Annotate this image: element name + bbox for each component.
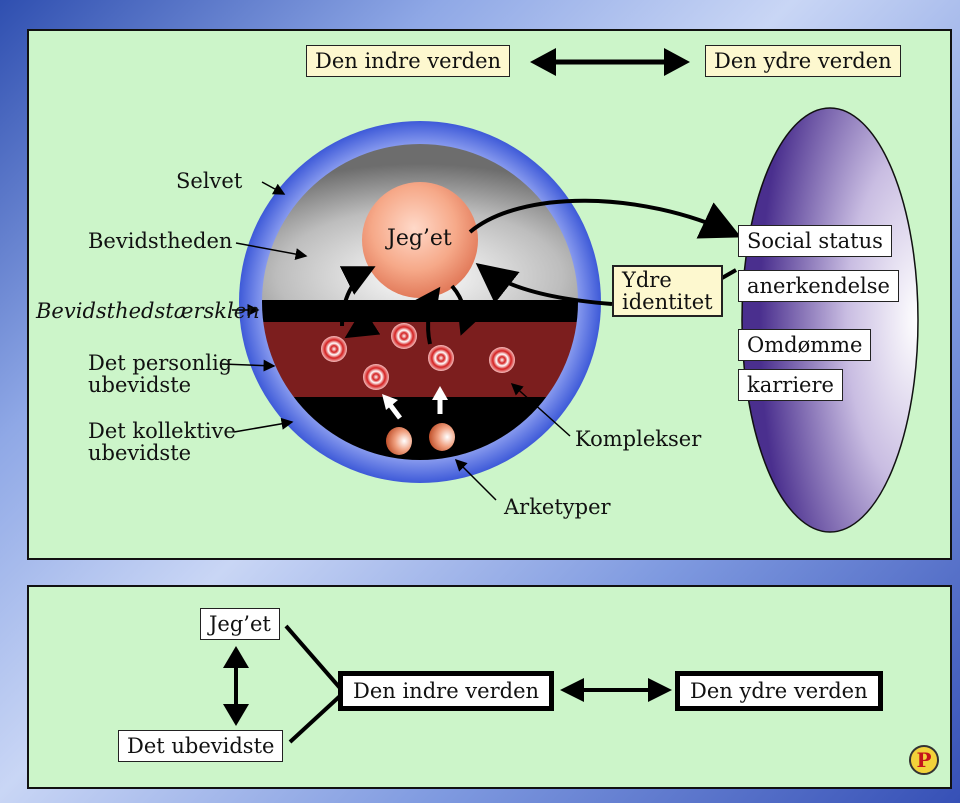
ego-sphere (362, 182, 478, 298)
logo: P (909, 745, 939, 775)
white-arrows (382, 386, 448, 420)
complex-marker (321, 336, 347, 362)
label-pointers (221, 181, 571, 501)
complex-marker (489, 347, 515, 373)
complex-markers (321, 323, 515, 390)
self-label: Selvet (176, 169, 243, 193)
collective-unconscious-label: Det kollektive ubevidste (88, 419, 236, 465)
archetype-markers (386, 423, 455, 455)
ego-flow-arrows (339, 266, 487, 345)
complex-marker (363, 364, 389, 390)
ego-to-status-arrow (468, 198, 742, 239)
social-status-box: Social status (738, 225, 892, 257)
identity-to-ego-arrow (475, 263, 613, 306)
reputation-box: Omdømme (738, 329, 872, 361)
complex-marker (391, 323, 417, 349)
career-box: karriere (738, 369, 843, 401)
recognition-box: anerkendelse (738, 270, 899, 302)
bottom-ego-box: Jeg’et (200, 608, 280, 640)
personal-unconscious-band (262, 322, 578, 397)
outer-world-box: Den ydre verden (705, 45, 901, 77)
inner-world-box: Den indre verden (306, 45, 511, 77)
complex-marker (428, 345, 454, 371)
threshold-label: Bevidsthedstærsklen (36, 299, 260, 323)
personal-unconscious-label: Det personlig ubevidste (88, 351, 233, 397)
complexes-label: Komplekser (575, 427, 702, 451)
outer-identity-box: Ydre identitet (612, 265, 723, 317)
archetype-marker (386, 427, 412, 455)
bottom-inner-world-box: Den indre verden (338, 671, 555, 711)
ego-label: Jeg’et (387, 226, 452, 251)
top-double-arrow (530, 48, 690, 76)
consciousness-label: Bevidstheden (88, 229, 233, 253)
bottom-outer-world-box: Den ydre verden (675, 671, 883, 711)
bottom-unconscious-box: Det ubevidste (118, 730, 284, 762)
archetype-marker (429, 423, 455, 451)
archetypes-label: Arketyper (504, 495, 611, 519)
outer-world-ellipse (741, 107, 919, 533)
